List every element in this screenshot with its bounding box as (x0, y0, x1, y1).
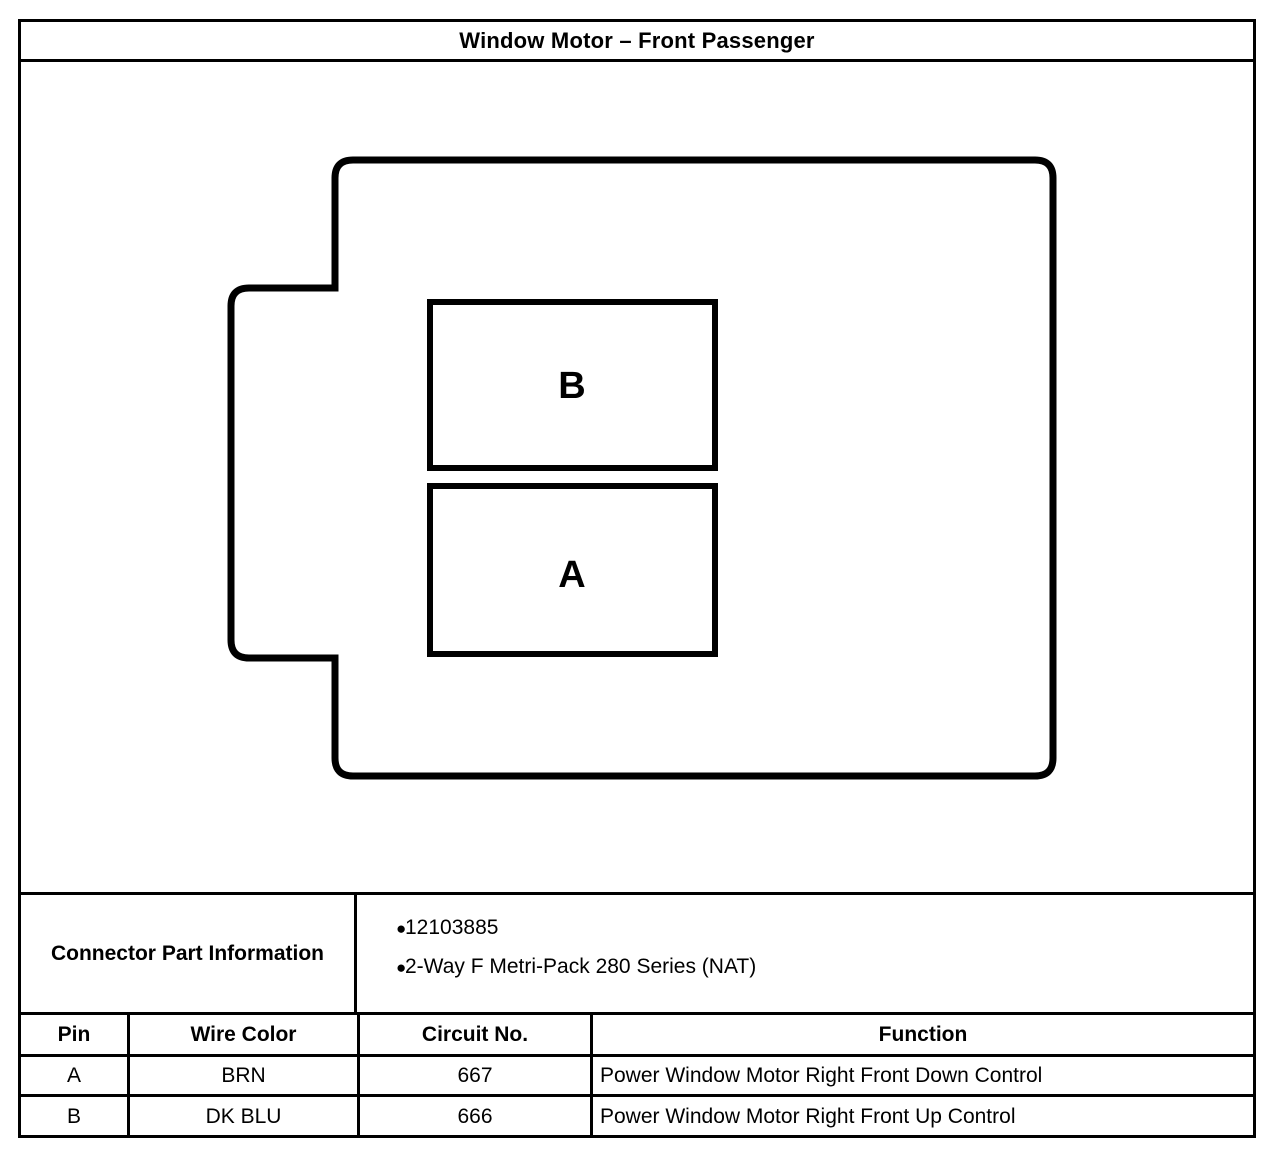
terminal-label-a: A (558, 554, 585, 596)
connector-diagram-panel: B A (21, 62, 1253, 895)
cell-circuit-no: 667 (360, 1057, 593, 1094)
connector-part-item: ● 2-Way F Metri-Pack 280 Series (NAT) (357, 948, 1253, 987)
terminal-label-b: B (558, 365, 585, 407)
title-row: Window Motor – Front Passenger (21, 22, 1253, 62)
column-header-wire-color: Wire Color (130, 1015, 360, 1054)
connector-part-information-values-cell: ● 12103885 ● 2-Way F Metri-Pack 280 Seri… (357, 895, 1253, 1012)
bullet-icon: ● (396, 919, 407, 938)
cell-pin: A (21, 1057, 130, 1094)
table-row: A BRN 667 Power Window Motor Right Front… (21, 1057, 1253, 1097)
connector-part-number: 12103885 (405, 916, 499, 939)
page-title: Window Motor – Front Passenger (459, 27, 815, 53)
connector-part-description: 2-Way F Metri-Pack 280 Series (NAT) (405, 955, 757, 978)
connector-face-view-graphic: B A (227, 156, 1057, 780)
cell-wire-color: DK BLU (130, 1097, 360, 1137)
terminal-cavity-a (427, 483, 718, 657)
terminal-cavity-b (427, 299, 718, 471)
connector-part-information-row: Connector Part Information ● 12103885 ● … (21, 895, 1253, 1015)
cell-function: Power Window Motor Right Front Up Contro… (600, 1105, 1016, 1128)
cell-function: Power Window Motor Right Front Down Cont… (600, 1063, 1043, 1087)
connector-part-item: ● 12103885 (357, 909, 1253, 948)
table-header-row: Pin Wire Color Circuit No. Function (21, 1015, 1253, 1057)
column-header-function: Function (878, 1022, 968, 1046)
cell-pin: B (21, 1097, 130, 1137)
column-header-circuit-no: Circuit No. (360, 1015, 593, 1054)
column-header-pin: Pin (21, 1015, 130, 1054)
cell-wire-color: BRN (130, 1057, 360, 1094)
table-row: B DK BLU 666 Power Window Motor Right Fr… (21, 1097, 1253, 1137)
connector-part-information-label-cell: Connector Part Information (21, 895, 357, 1012)
connector-end-view-sheet: Window Motor – Front Passenger B A Conne… (18, 19, 1256, 1138)
pin-table: Pin Wire Color Circuit No. Function A BR… (21, 1015, 1253, 1138)
connector-part-information-label: Connector Part Information (50, 941, 324, 965)
bullet-icon: ● (396, 958, 407, 977)
cell-circuit-no: 666 (360, 1097, 593, 1137)
